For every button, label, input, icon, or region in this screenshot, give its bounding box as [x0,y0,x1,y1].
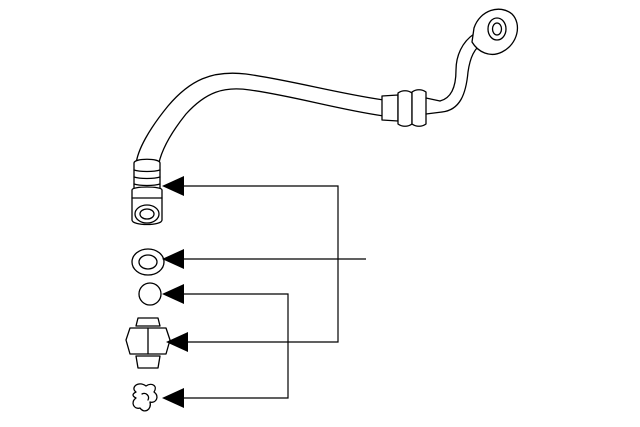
leader-group-b [184,293,289,399]
arrow-retaining-clip [162,388,184,408]
callout-leaders [183,185,366,399]
callout-arrows [162,176,188,408]
o-ring [138,282,162,306]
arrow-union-bolt [166,332,188,352]
arrow-o-ring [162,284,184,304]
leader-group-a [183,185,339,343]
oil-return-hose [131,8,519,226]
arrow-hose-end [162,176,184,196]
retaining-clip [132,383,158,412]
union-bolt [125,317,171,369]
sealing-ring [131,248,165,276]
arrow-sealing-ring [162,249,184,269]
